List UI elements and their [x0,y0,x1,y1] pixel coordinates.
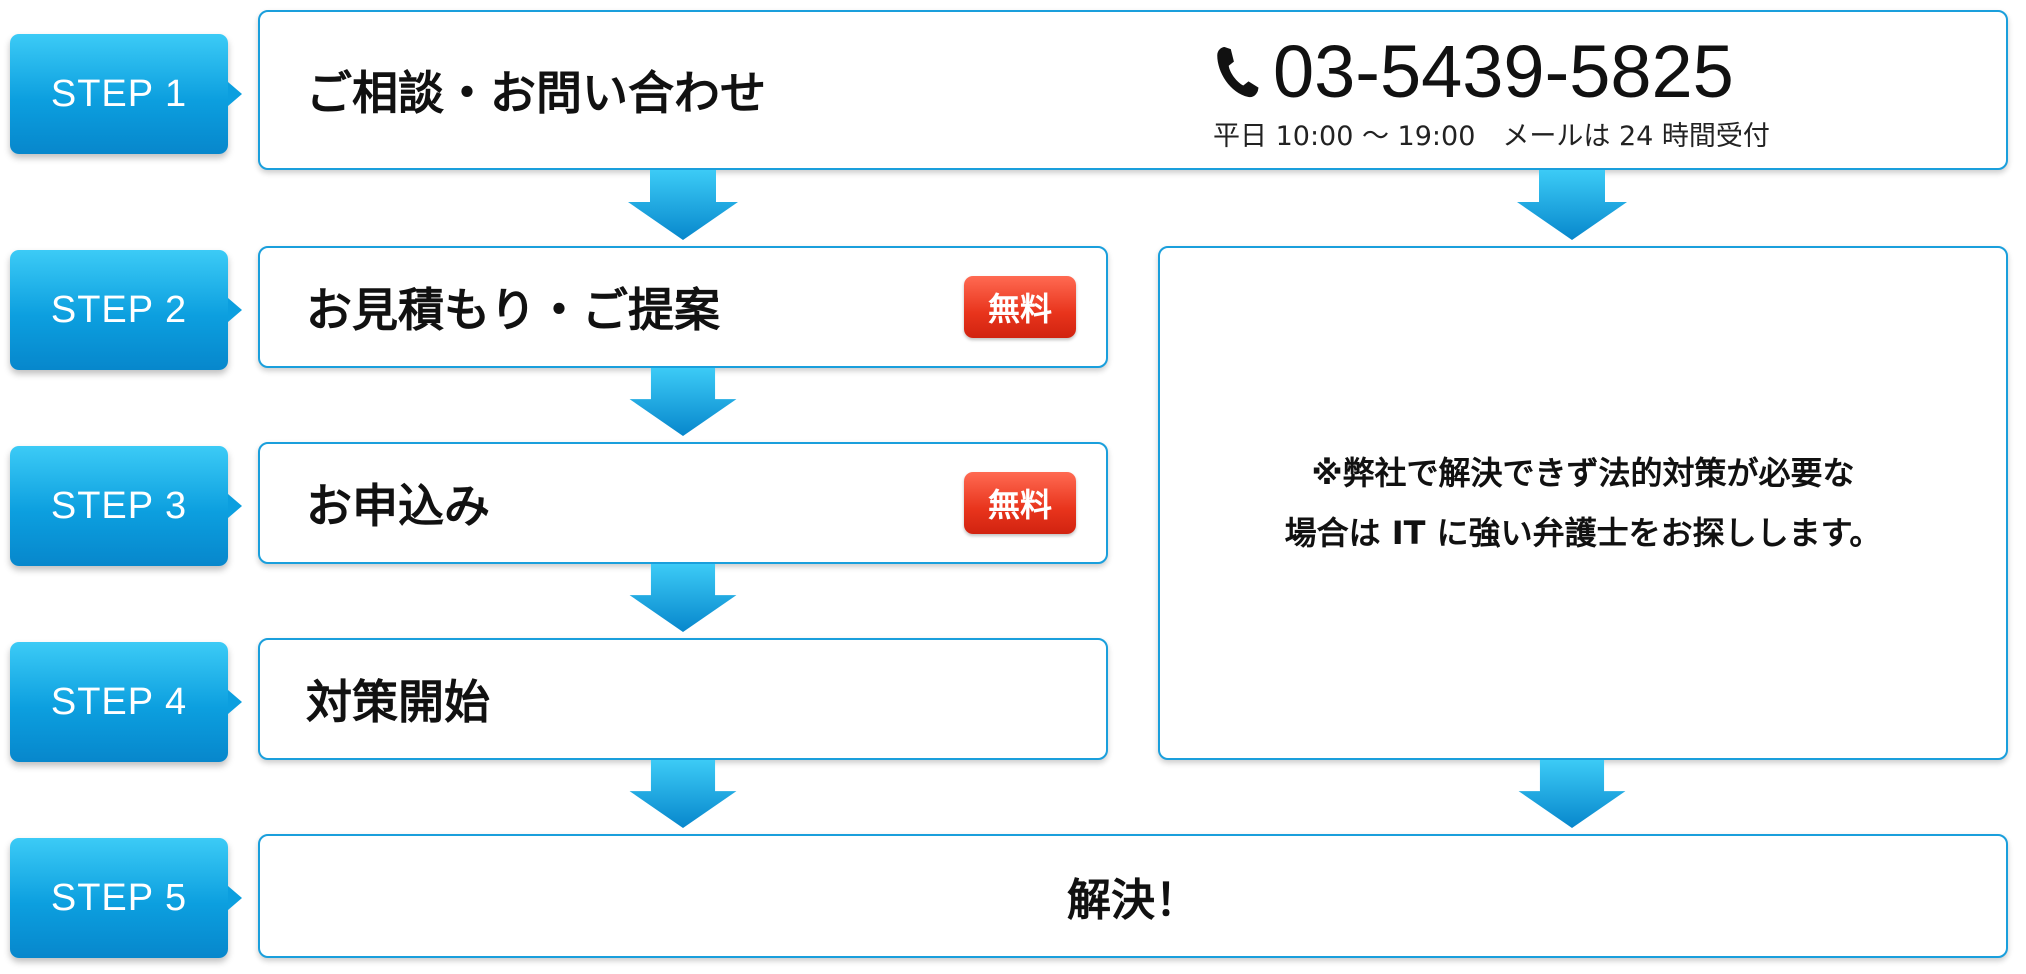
step-4-tag: STEP 4 [10,642,242,762]
step-5-tag: STEP 5 [10,838,242,958]
arrow-down-icon [1518,760,1626,828]
step-1-box: ご相談・お問い合わせ [258,10,2008,170]
arrow-down-icon [629,368,737,436]
free-badge: 無料 [964,276,1076,338]
arrow-down-icon [629,760,737,828]
step-1-tag: STEP 1 [10,34,242,154]
step-1-title: ご相談・お問い合わせ [306,66,766,120]
arrow-down-icon [1517,170,1627,240]
step-2-box: お見積もり・ご提案 無料 [258,246,1108,368]
step-2-tag: STEP 2 [10,250,242,370]
step-5-title: 解決！ [1067,875,1199,926]
phone-number[interactable]: 03-5439-5825 [1273,30,1734,113]
step-4-box: 対策開始 [258,638,1108,760]
lawyer-note-box: ※弊社で解決できず法的対策が必要な 場合は IT に強い弁護士をお探しします。 [1158,246,2008,760]
note-line-2: 場合は IT に強い弁護士をお探しします。 [1284,514,1882,552]
step-3-title: お申込み [306,479,490,533]
note-line-1: ※弊社で解決できず法的対策が必要な [1311,454,1855,492]
business-hours: 平日 10:00 ～ 19:00 メールは 24 時間受付 [1213,121,1770,152]
step-4-title: 対策開始 [306,675,490,729]
phone-icon [1217,47,1259,98]
step-2-title: お見積もり・ご提案 [306,283,720,337]
contact-block: 03-5439-5825 平日 10:00 ～ 19:00 メールは 24 時間… [1211,32,1811,153]
free-badge: 無料 [964,472,1076,534]
step-3-box: お申込み 無料 [258,442,1108,564]
arrow-down-icon [629,564,737,632]
step-5-box: 解決！ [258,834,2008,958]
step-3-tag: STEP 3 [10,446,242,566]
arrow-down-icon [628,170,738,240]
